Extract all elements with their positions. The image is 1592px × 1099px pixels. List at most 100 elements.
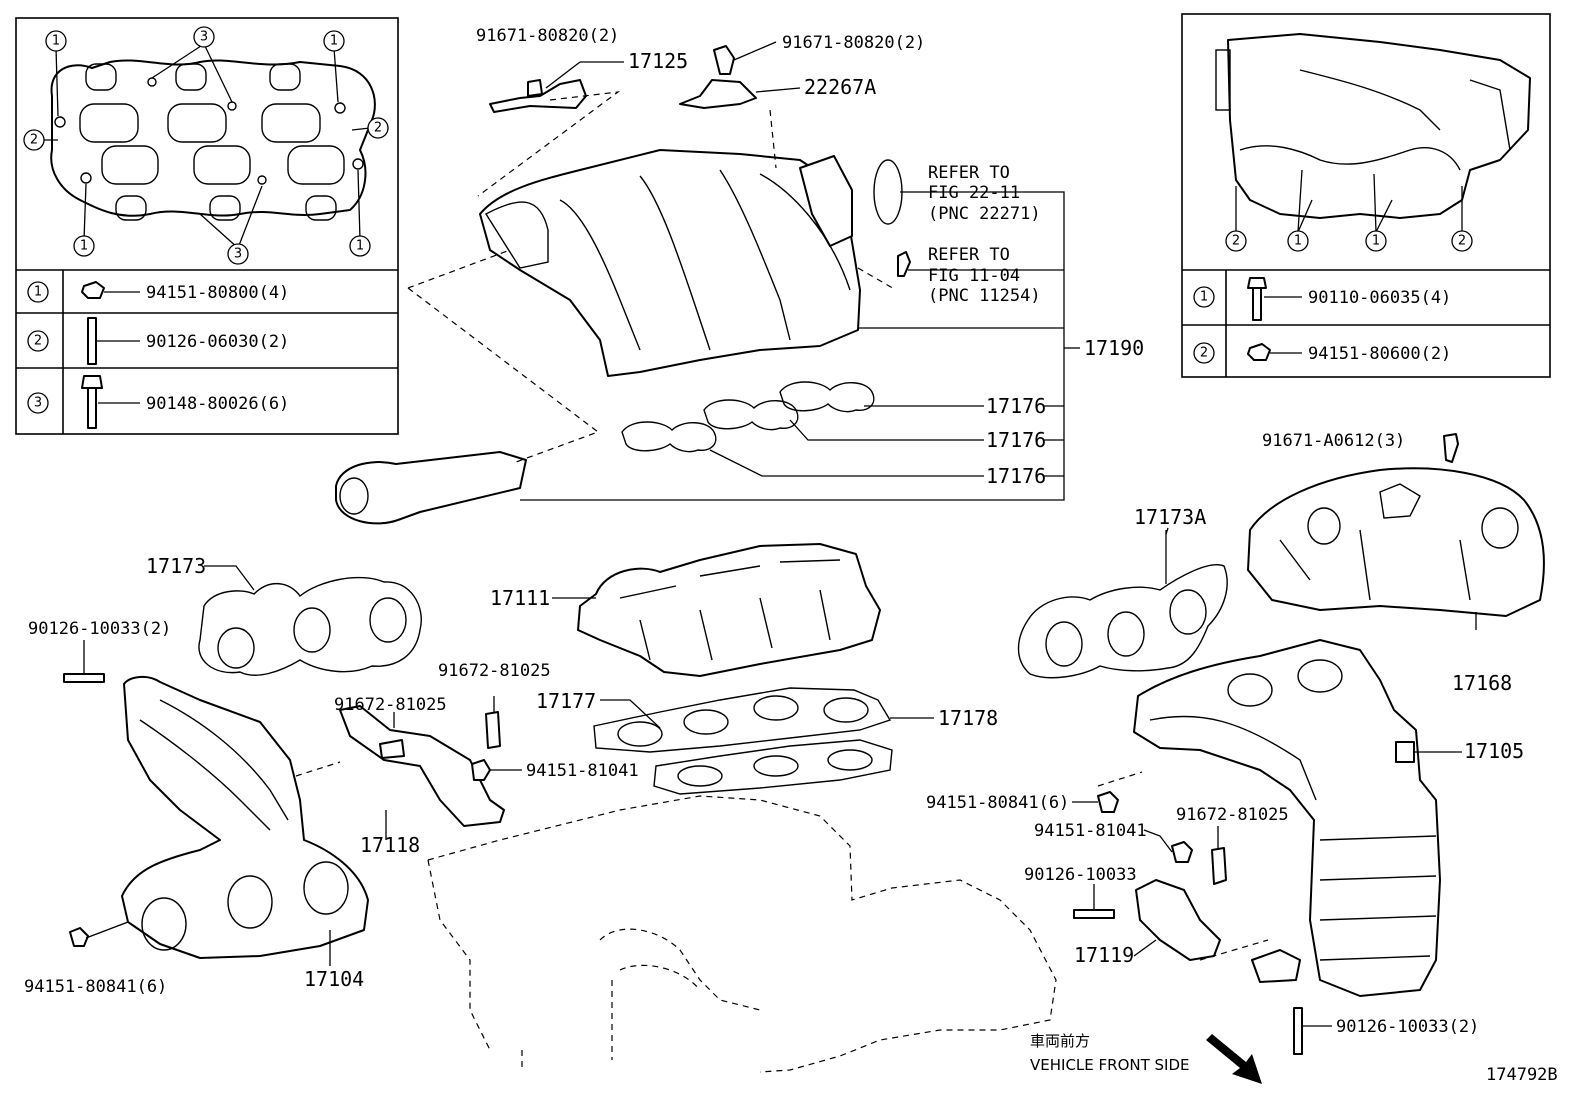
bolt-91671-80820-b xyxy=(713,45,735,75)
flange-bolt-icon xyxy=(81,375,103,429)
stud-90126-10033-c xyxy=(1293,1007,1303,1055)
callout-1: 1 xyxy=(1294,234,1302,249)
legend-part-2: 90126-06030(2) xyxy=(146,332,289,352)
gasket-22271-ring xyxy=(873,159,903,225)
label-17190: 17190 xyxy=(1084,336,1144,360)
manifold-side-view-drawing xyxy=(1215,33,1531,233)
refer-2-line1: REFER TO xyxy=(928,245,1010,265)
nut-94151-81041-a xyxy=(471,759,491,781)
bolt-91672-81025-b xyxy=(485,711,501,749)
callout-2: 2 xyxy=(30,133,38,148)
right-inset: 2 1 1 2 1 90110-06035(4) 2 94151-80600(2… xyxy=(1181,13,1551,378)
engine-block-outline xyxy=(427,795,1057,1073)
orientation-label-en: VEHICLE FRONT SIDE xyxy=(1030,1056,1190,1074)
callout-1: 1 xyxy=(356,239,364,254)
callout-3: 3 xyxy=(234,247,242,262)
bolt-91672-81025-c xyxy=(1211,847,1227,885)
callout-2: 2 xyxy=(1232,234,1240,249)
refer-2-line2: FIG 11-04 xyxy=(928,266,1020,286)
legend-marker-1: 1 xyxy=(34,285,42,300)
gasket-17176-c xyxy=(621,421,717,453)
right-inset-legend: 1 90110-06035(4) 2 94151-80600(2) xyxy=(1193,277,1451,364)
legend-part-2: 94151-80600(2) xyxy=(1308,344,1451,364)
left-exhaust-group xyxy=(63,565,522,966)
left-inset-callouts: 1 1 3 2 2 1 3 1 xyxy=(23,26,389,265)
stay-17119 xyxy=(1135,879,1221,961)
nut-94151-81041-b xyxy=(1171,841,1193,863)
label-22267a: 22267A xyxy=(804,75,876,99)
intake-connector-pipe xyxy=(335,451,527,525)
legend-marker-1: 1 xyxy=(1200,290,1208,305)
left-inset-frame xyxy=(15,17,399,435)
gasket-17177 xyxy=(593,687,892,753)
gasket-17176-b xyxy=(703,399,799,431)
label-91671-80820-a: 91671-80820(2) xyxy=(476,26,619,46)
right-inset-callouts: 2 1 1 2 xyxy=(1225,230,1473,252)
exhaust-manifold-17105 xyxy=(1133,639,1441,997)
label-17118: 17118 xyxy=(360,833,420,857)
drawing-number: 174792B xyxy=(1486,1065,1558,1085)
bolt-91671-a0612 xyxy=(1443,433,1459,463)
callout-2: 2 xyxy=(1458,234,1466,249)
label-94151-81041-b: 94151-81041 xyxy=(1034,821,1147,841)
callout-1: 1 xyxy=(52,34,60,49)
label-17105: 17105 xyxy=(1464,739,1524,763)
intake-gasket-drawing xyxy=(40,43,376,249)
bolt-icon xyxy=(1247,277,1267,321)
intake-plenum xyxy=(479,149,861,377)
legend-marker-2: 2 xyxy=(34,334,42,349)
heat-insulator-17168 xyxy=(1247,467,1545,617)
label-17104: 17104 xyxy=(304,967,364,991)
label-17119: 17119 xyxy=(1074,943,1134,967)
callout-1: 1 xyxy=(1372,234,1380,249)
left-inset-legend: 1 94151-80800(4) 2 90126-06030(2) 3 9014… xyxy=(27,281,289,429)
label-94151-81041-a: 94151-81041 xyxy=(526,761,639,781)
gasket-17173a xyxy=(1017,564,1228,679)
callout-2: 2 xyxy=(374,121,382,136)
left-inset: 1 1 3 2 2 1 3 1 1 94151-80800(4) 2 90126… xyxy=(15,17,399,435)
o2-sensor-boss xyxy=(1395,741,1415,763)
label-94151-80841-b: 94151-80841(6) xyxy=(24,977,167,997)
intake-manifold-17111 xyxy=(577,543,881,677)
nut-icon xyxy=(1247,343,1271,361)
gasket-17176-a xyxy=(779,381,875,413)
intake-manifold-group xyxy=(552,543,934,795)
stay-17118 xyxy=(339,705,505,827)
label-17176-b: 17176 xyxy=(986,428,1046,452)
legend-part-1: 90110-06035(4) xyxy=(1308,288,1451,308)
label-90126-10033-c: 90126-10033(2) xyxy=(1336,1017,1479,1037)
bracket-17125 xyxy=(489,79,587,113)
callout-1: 1 xyxy=(80,239,88,254)
label-17111: 17111 xyxy=(490,586,550,610)
label-17176-c: 17176 xyxy=(986,464,1046,488)
label-17168: 17168 xyxy=(1452,671,1512,695)
label-17173a: 17173A xyxy=(1134,505,1206,529)
nut-icon xyxy=(81,281,105,299)
label-17176-a: 17176 xyxy=(986,394,1046,418)
nut-94151-80841-b xyxy=(1097,791,1119,813)
gasket-17178 xyxy=(653,739,893,795)
label-91672-81025-a: 91672-81025 xyxy=(438,661,551,681)
callout-1: 1 xyxy=(330,34,338,49)
bracket-22267a xyxy=(679,79,757,109)
label-17125: 17125 xyxy=(628,49,688,73)
legend-part-3: 90148-80026(6) xyxy=(146,394,289,414)
bolt-91672-81025-a xyxy=(379,739,405,759)
stud-90126-10033-b xyxy=(1073,909,1115,919)
intake-plenum-assembly xyxy=(335,41,1080,525)
refer-1-line3: (PNC 22271) xyxy=(928,204,1041,224)
label-90126-10033-b: 90126-10033 xyxy=(1024,865,1137,885)
label-17173: 17173 xyxy=(146,554,206,578)
exhaust-manifold-17104 xyxy=(121,676,369,959)
refer-1-line1: REFER TO xyxy=(928,163,1010,183)
nut-94151-80841-a xyxy=(69,927,89,947)
bolt-91671-80820-a xyxy=(527,79,543,97)
stud-90126-10033-a xyxy=(63,673,105,683)
stud-bolt-icon xyxy=(87,317,97,365)
orientation-label-jp: 車両前方 xyxy=(1030,1032,1090,1050)
label-90126-10033-a: 90126-10033(2) xyxy=(28,619,171,639)
throttle-flange xyxy=(799,155,853,247)
label-91672-81025-b: 91672-81025 xyxy=(334,695,447,715)
label-91671-80820-b: 91671-80820(2) xyxy=(782,33,925,53)
